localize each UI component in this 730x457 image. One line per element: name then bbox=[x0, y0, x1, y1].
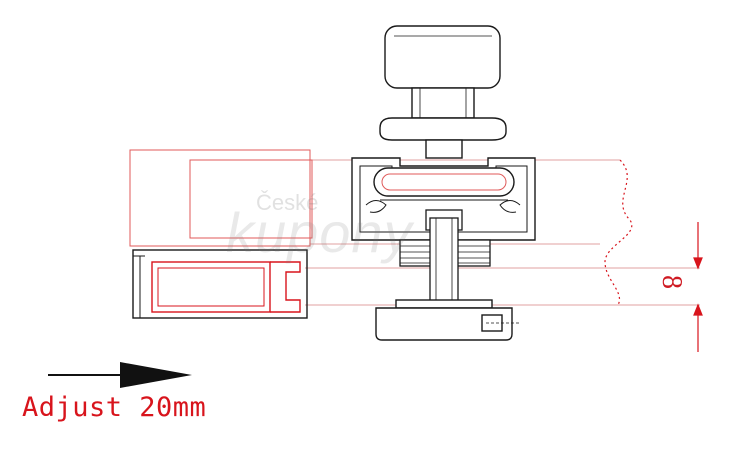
adjustment-knob bbox=[379, 25, 507, 159]
break-line bbox=[604, 159, 633, 306]
watermark-large: kupony bbox=[226, 201, 413, 264]
watermark-small: České bbox=[256, 190, 319, 215]
dimension-label: 8 bbox=[656, 275, 687, 289]
clamp-block bbox=[375, 299, 520, 341]
guide-lines bbox=[305, 159, 700, 306]
rail-profile bbox=[351, 157, 536, 241]
arrow-right-icon bbox=[48, 362, 192, 388]
dimension-marker bbox=[693, 222, 703, 352]
adjust-caption: Adjust 20mm bbox=[22, 392, 207, 423]
threaded-bolt bbox=[399, 209, 491, 305]
glass-clamp-profile bbox=[132, 249, 308, 319]
ghost-panel-outline bbox=[129, 149, 313, 247]
